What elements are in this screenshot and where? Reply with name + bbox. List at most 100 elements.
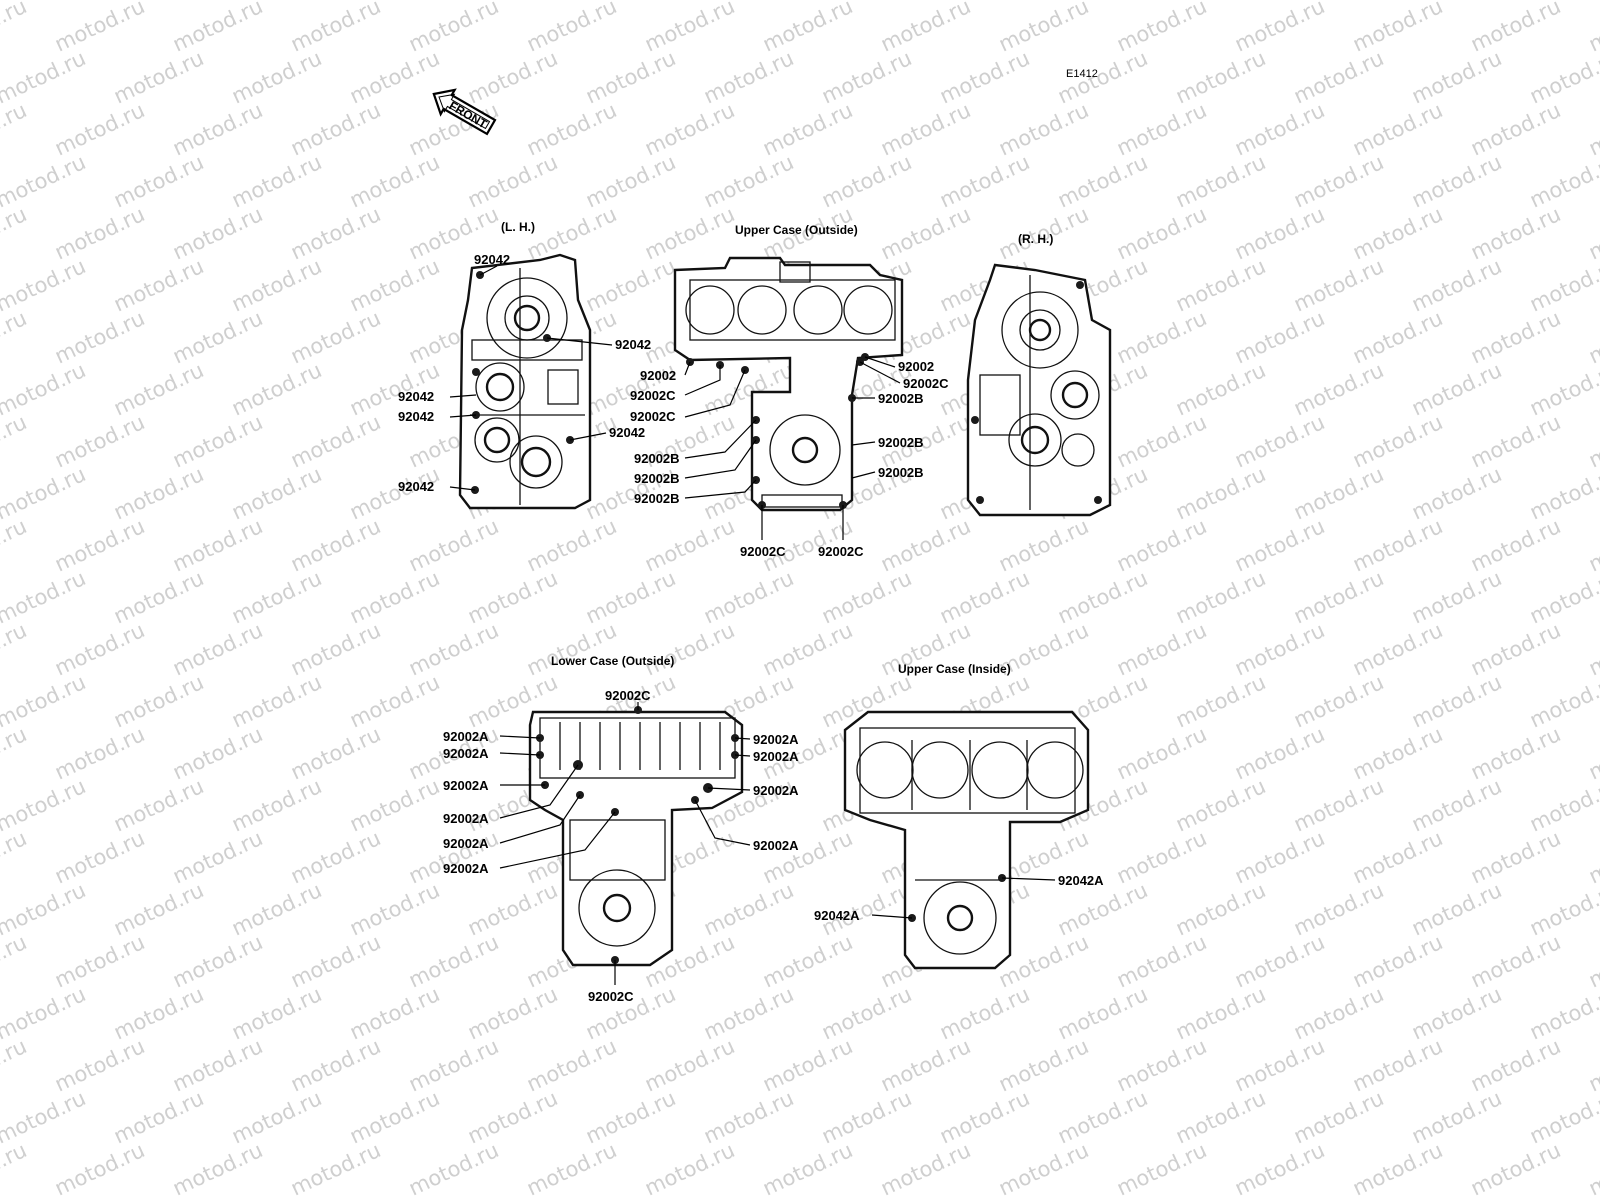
watermark-text: motod.ru [287, 618, 384, 680]
watermark-text: motod.ru [1231, 1034, 1328, 1096]
watermark-text: motod.ru [1526, 358, 1600, 420]
watermark-text: motod.ru [1408, 774, 1505, 836]
watermark-text: motod.ru [346, 46, 443, 108]
watermark-text: motod.ru [346, 878, 443, 940]
watermark-text: motod.ru [464, 46, 561, 108]
watermark-text: motod.ru [1172, 566, 1269, 628]
watermark-text: motod.ru [1172, 774, 1269, 836]
watermark-text: motod.ru [1231, 930, 1328, 992]
watermark-text: motod.ru [995, 1034, 1092, 1096]
watermark-text: motod.ru [1290, 358, 1387, 420]
watermark-text: motod.ru [110, 566, 207, 628]
watermark-text: motod.ru [110, 358, 207, 420]
watermark-text: motod.ru [1054, 150, 1151, 212]
watermark-text: motod.ru [346, 670, 443, 732]
watermark-text: motod.ru [582, 1086, 679, 1148]
watermark-text: motod.ru [818, 982, 915, 1044]
watermark-text: motod.ru [0, 774, 89, 836]
watermark-text: motod.ru [759, 98, 856, 160]
watermark-text: motod.ru [1526, 46, 1600, 108]
watermark-text: motod.ru [1467, 98, 1564, 160]
watermark-text: motod.ru [582, 46, 679, 108]
watermark-text: motod.ru [51, 0, 148, 57]
watermark-text: motod.ru [228, 150, 325, 212]
watermark-text: motod.ru [700, 982, 797, 1044]
lower-outside-leaders [499, 702, 751, 985]
watermark-text: motod.ru [1349, 1034, 1446, 1096]
watermark-text: motod.ru [1172, 462, 1269, 524]
watermark-text: motod.ru [818, 150, 915, 212]
lower-outside-title: Lower Case (Outside) [551, 654, 674, 668]
watermark-text: motod.ru [759, 930, 856, 992]
watermark-text: motod.ru [1290, 1086, 1387, 1148]
watermark-text: motod.ru [0, 150, 89, 212]
upper-inside-crankcase-drawing [843, 710, 1090, 970]
lh-label-5: 92042 [609, 425, 645, 440]
watermark-text: motod.ru [51, 1034, 148, 1096]
watermark-text: motod.ru [0, 462, 89, 524]
watermark-text: motod.ru [0, 878, 89, 940]
watermark-text: motod.ru [169, 1034, 266, 1096]
watermark-text: motod.ru [1290, 878, 1387, 940]
watermark-text: motod.ru [1172, 254, 1269, 316]
watermark-text: motod.ru [582, 566, 679, 628]
watermark-text: motod.ru [0, 514, 30, 576]
watermark-text: motod.ru [51, 826, 148, 888]
watermark-text: motod.ru [228, 878, 325, 940]
watermark-text: motod.ru [1349, 930, 1446, 992]
watermark-text: motod.ru [1408, 46, 1505, 108]
watermark-text: motod.ru [1526, 462, 1600, 524]
watermark-text: motod.ru [1172, 150, 1269, 212]
watermark-text: motod.ru [1113, 202, 1210, 264]
watermark-text: motod.ru [0, 410, 30, 472]
watermark-text: motod.ru [1113, 722, 1210, 784]
lh-crankcase-drawing [458, 253, 592, 510]
watermark-text: motod.ru [1172, 46, 1269, 108]
watermark-text: motod.ru [1290, 150, 1387, 212]
watermark-text: motod.ru [110, 878, 207, 940]
watermark-text: motod.ru [1113, 1034, 1210, 1096]
watermark-text: motod.ru [51, 306, 148, 368]
watermark-text: motod.ru [1467, 410, 1564, 472]
watermark-text: motod.ru [405, 1138, 502, 1200]
upper-outside-label-10: 92002B [878, 435, 924, 450]
upper-outside-title: Upper Case (Outside) [735, 223, 858, 237]
watermark-text: motod.ru [1172, 358, 1269, 420]
watermark-text: motod.ru [1467, 722, 1564, 784]
watermark-text: motod.ru [346, 150, 443, 212]
watermark-text: motod.ru [0, 566, 89, 628]
watermark-text: motod.ru [523, 514, 620, 576]
watermark-text: motod.ru [523, 618, 620, 680]
upper-outside-crankcase-drawing [673, 256, 904, 512]
watermark-text: motod.ru [995, 514, 1092, 576]
watermark-text: motod.ru [0, 722, 30, 784]
watermark-text: motod.ru [405, 930, 502, 992]
watermark-text: motod.ru [51, 410, 148, 472]
watermark-text: motod.ru [228, 774, 325, 836]
watermark-text: motod.ru [877, 0, 974, 57]
watermark-text: motod.ru [51, 1138, 148, 1200]
lower-outside-label-4: 92002A [443, 778, 489, 793]
watermark-text: motod.ru [110, 1086, 207, 1148]
watermark-text: motod.ru [287, 826, 384, 888]
watermark-text: motod.ru [1231, 410, 1328, 472]
watermark-text: motod.ru [700, 150, 797, 212]
watermark-text: motod.ru [1467, 306, 1564, 368]
watermark-text: motod.ru [169, 98, 266, 160]
upper-outside-label-7: 92002 [898, 359, 934, 374]
watermark-text: motod.ru [1113, 98, 1210, 160]
watermark-text: motod.ru [0, 254, 89, 316]
watermark-text: motod.ru [287, 202, 384, 264]
watermark-text: motod.ru [1585, 1034, 1600, 1096]
watermark-text: motod.ru [0, 1086, 89, 1148]
watermark-text: motod.ru [110, 254, 207, 316]
watermark-text: motod.ru [936, 150, 1033, 212]
watermark-text: motod.ru [1585, 722, 1600, 784]
lower-outside-label-1: 92002C [605, 688, 651, 703]
watermark-text: motod.ru [0, 98, 30, 160]
watermark-text: motod.ru [169, 930, 266, 992]
watermark-text: motod.ru [169, 306, 266, 368]
upper-inside-label-1: 92042A [1058, 873, 1104, 888]
watermark-text: motod.ru [641, 618, 738, 680]
watermark-text: motod.ru [1290, 982, 1387, 1044]
